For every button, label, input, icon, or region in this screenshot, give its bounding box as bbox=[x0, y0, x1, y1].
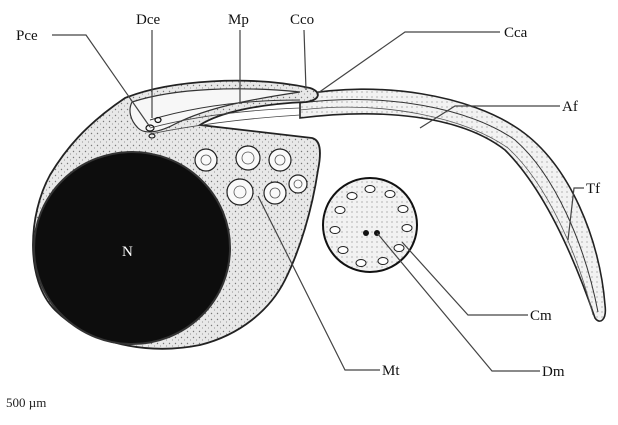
scale-bar-label: 500 µm bbox=[6, 395, 46, 411]
label-Cca: Cca bbox=[504, 25, 528, 41]
label-Dce: Dce bbox=[136, 12, 160, 28]
label-N: N bbox=[122, 244, 133, 260]
sperm-head: N bbox=[33, 81, 320, 349]
label-Cco: Cco bbox=[290, 12, 314, 28]
label-Af: Af bbox=[562, 99, 578, 115]
label-Dm: Dm bbox=[542, 364, 565, 380]
label-Mt: Mt bbox=[382, 363, 400, 379]
flagellum-cross-section bbox=[323, 178, 417, 272]
label-Cm: Cm bbox=[530, 308, 552, 324]
label-Mp: Mp bbox=[228, 12, 249, 28]
label-Pce: Pce bbox=[16, 28, 38, 44]
label-Tf: Tf bbox=[586, 181, 600, 197]
